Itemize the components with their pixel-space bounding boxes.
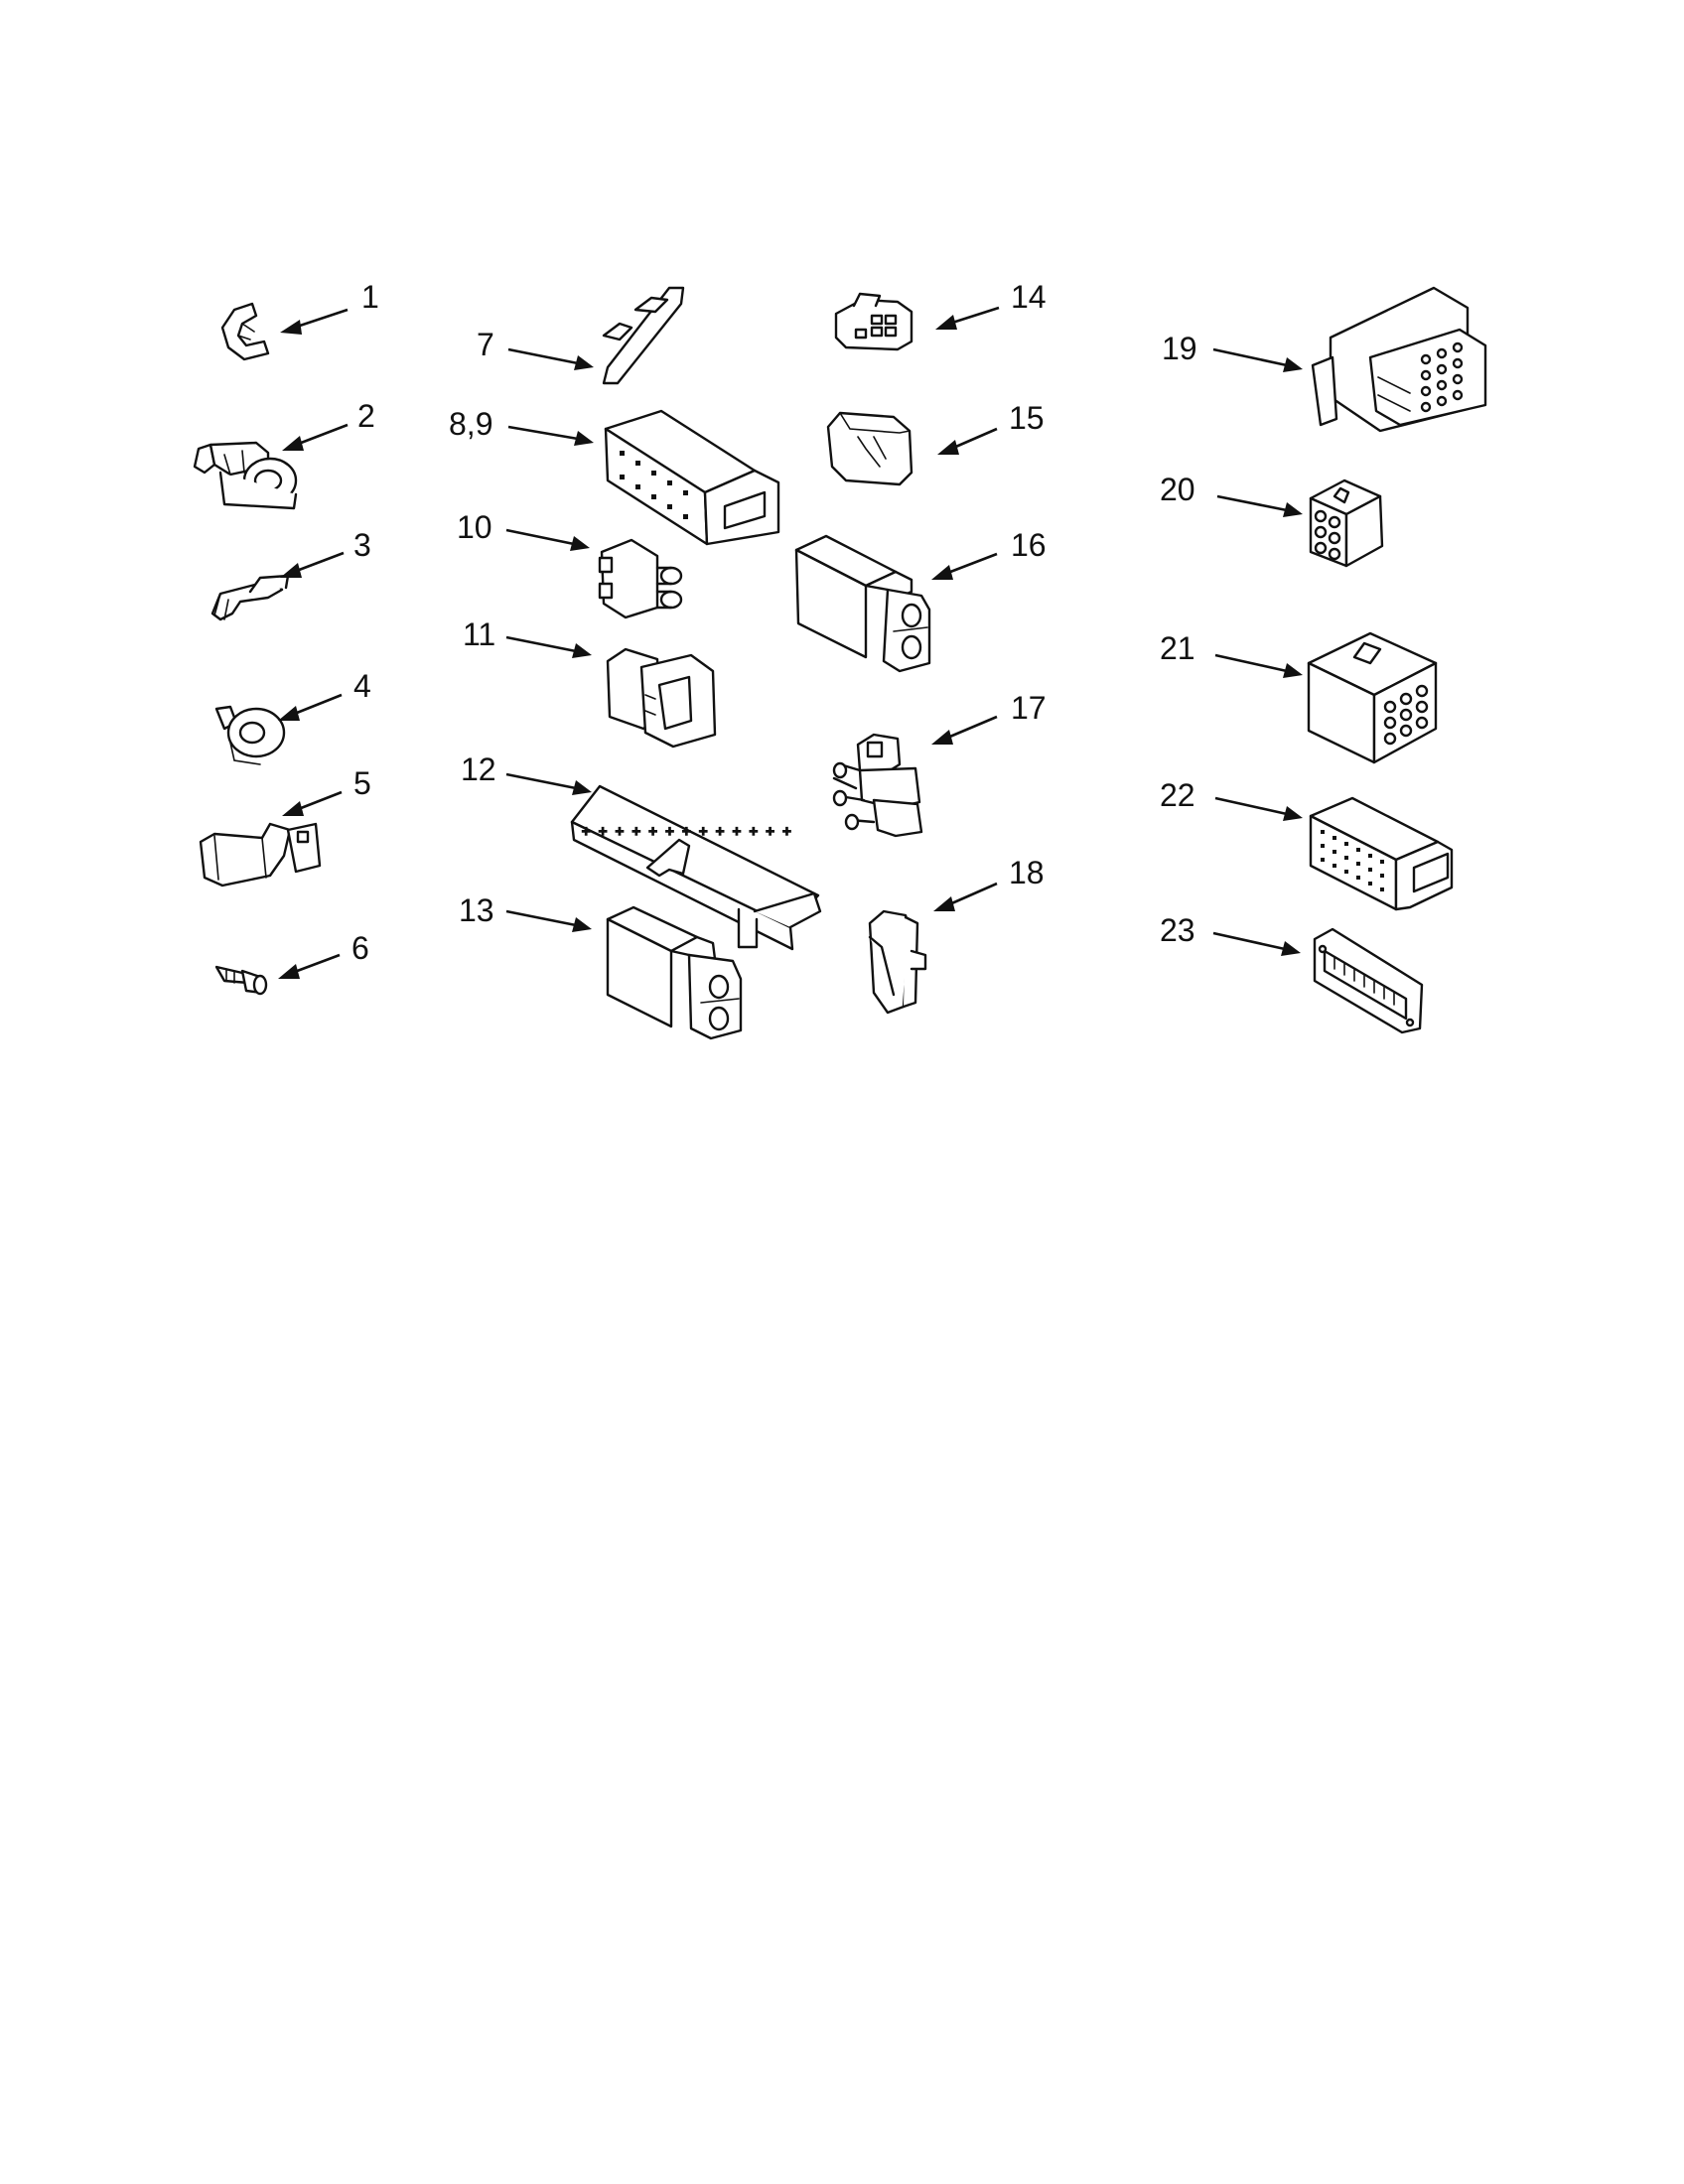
terminal-row: + + + + + + + + + + + + +	[581, 823, 791, 841]
part-label-3: 3	[353, 527, 371, 563]
part-3: 3	[210, 527, 371, 621]
part-12: + + + + + + + + + + + + + 12	[461, 751, 822, 951]
leader-arrow-5	[282, 790, 343, 816]
two-way-housing-icon	[794, 534, 931, 673]
three-pin-connector-icon	[832, 733, 923, 838]
leader-arrow-13	[505, 909, 592, 932]
terminal-strip-icon: + + + + + + + + + + + + +	[570, 784, 822, 951]
part-label-5: 5	[353, 765, 371, 801]
harness-clamp-icon	[199, 822, 322, 887]
wire-clip-icon	[210, 574, 290, 621]
leader-arrow-15	[937, 427, 998, 455]
part-18: 18	[868, 855, 1045, 1015]
push-rivet-icon	[214, 965, 268, 996]
leader-arrow-7	[507, 347, 594, 370]
six-pin-housing-icon	[834, 292, 913, 351]
plug-connector-icon	[606, 647, 717, 749]
part-23: 23	[1160, 912, 1424, 1034]
part-11: 11	[463, 616, 717, 749]
leader-arrow-1	[280, 308, 349, 335]
edge-clip-icon	[220, 302, 270, 361]
part-label-23: 23	[1160, 912, 1195, 948]
six-way-housing-icon	[1309, 478, 1384, 568]
pin-holes	[1321, 830, 1384, 891]
part-21: 21	[1160, 630, 1438, 764]
part-label-14: 14	[1011, 279, 1047, 315]
svg-text:+ + + + + + + + + + + + +: + + + + + + + + + + + + +	[582, 824, 791, 840]
leader-arrow-12	[505, 772, 592, 795]
part-label-19: 19	[1162, 331, 1197, 366]
pin-holes	[1383, 684, 1429, 746]
part-4: 4	[214, 668, 371, 765]
leader-arrow-18	[933, 882, 998, 911]
pin-grid	[620, 451, 688, 519]
leader-arrow-8-9	[507, 425, 594, 446]
leader-arrow-11	[505, 635, 592, 658]
twelve-way-housing-icon	[1307, 631, 1438, 764]
part-label-17: 17	[1011, 690, 1047, 726]
part-label-13: 13	[459, 892, 494, 928]
leader-arrow-17	[931, 715, 998, 745]
part-label-11: 11	[463, 616, 495, 652]
part-label-12: 12	[461, 751, 496, 787]
twelve-pin-housing-icon	[1311, 286, 1487, 433]
part-label-16: 16	[1011, 527, 1047, 563]
part-19: 19	[1162, 286, 1487, 433]
part-label-1: 1	[361, 279, 379, 315]
part-5: 5	[199, 765, 371, 887]
leader-arrow-6	[278, 953, 341, 979]
leader-arrow-2	[282, 423, 349, 451]
part-6: 6	[214, 930, 369, 996]
part-label-8-9: 8,9	[449, 406, 492, 442]
part-label-4: 4	[353, 668, 371, 704]
retainer-strip-icon	[602, 286, 685, 385]
part-label-7: 7	[477, 327, 494, 362]
part-label-2: 2	[357, 398, 375, 434]
edge-card-connector-icon	[1313, 927, 1424, 1034]
cable-clamp-icon	[193, 441, 298, 510]
part-14: 14	[834, 279, 1047, 351]
part-7: 7	[477, 286, 685, 385]
leader-arrow-20	[1216, 494, 1303, 517]
leader-arrow-22	[1214, 796, 1303, 821]
leader-arrow-4	[278, 693, 343, 721]
locking-clip-icon	[868, 909, 927, 1015]
ring-clip-icon	[214, 705, 286, 765]
multi-pin-connector-icon	[604, 409, 780, 546]
leader-arrow-3	[280, 551, 345, 578]
part-15: 15	[826, 400, 1045, 486]
part-20: 20	[1160, 472, 1384, 568]
part-13: 13	[459, 892, 743, 1040]
part-8-9: 8,9	[449, 406, 780, 546]
terminal-connector-icon	[598, 538, 683, 619]
part-17: 17	[832, 690, 1047, 838]
part-label-6: 6	[351, 930, 369, 966]
part-label-21: 21	[1160, 630, 1195, 666]
multi-row-connector-icon	[1309, 796, 1454, 911]
part-10: 10	[457, 509, 683, 619]
part-label-22: 22	[1160, 777, 1195, 813]
part-22: 22	[1160, 777, 1454, 911]
leader-arrow-10	[505, 528, 590, 551]
leader-arrow-14	[935, 306, 1000, 330]
pin-holes	[1420, 341, 1464, 413]
part-label-20: 20	[1160, 472, 1195, 507]
part-label-10: 10	[457, 509, 492, 545]
leader-arrow-19	[1212, 347, 1303, 372]
leader-arrow-21	[1214, 653, 1303, 678]
part-2: 2	[193, 398, 375, 510]
two-way-housing-icon	[606, 905, 743, 1040]
part-16: 16	[794, 527, 1047, 673]
leader-arrow-16	[931, 552, 998, 580]
wire-sleeve-icon	[826, 411, 913, 486]
part-1: 1	[220, 279, 379, 361]
part-label-18: 18	[1009, 855, 1045, 890]
leader-arrow-23	[1212, 931, 1301, 956]
part-label-15: 15	[1009, 400, 1045, 436]
